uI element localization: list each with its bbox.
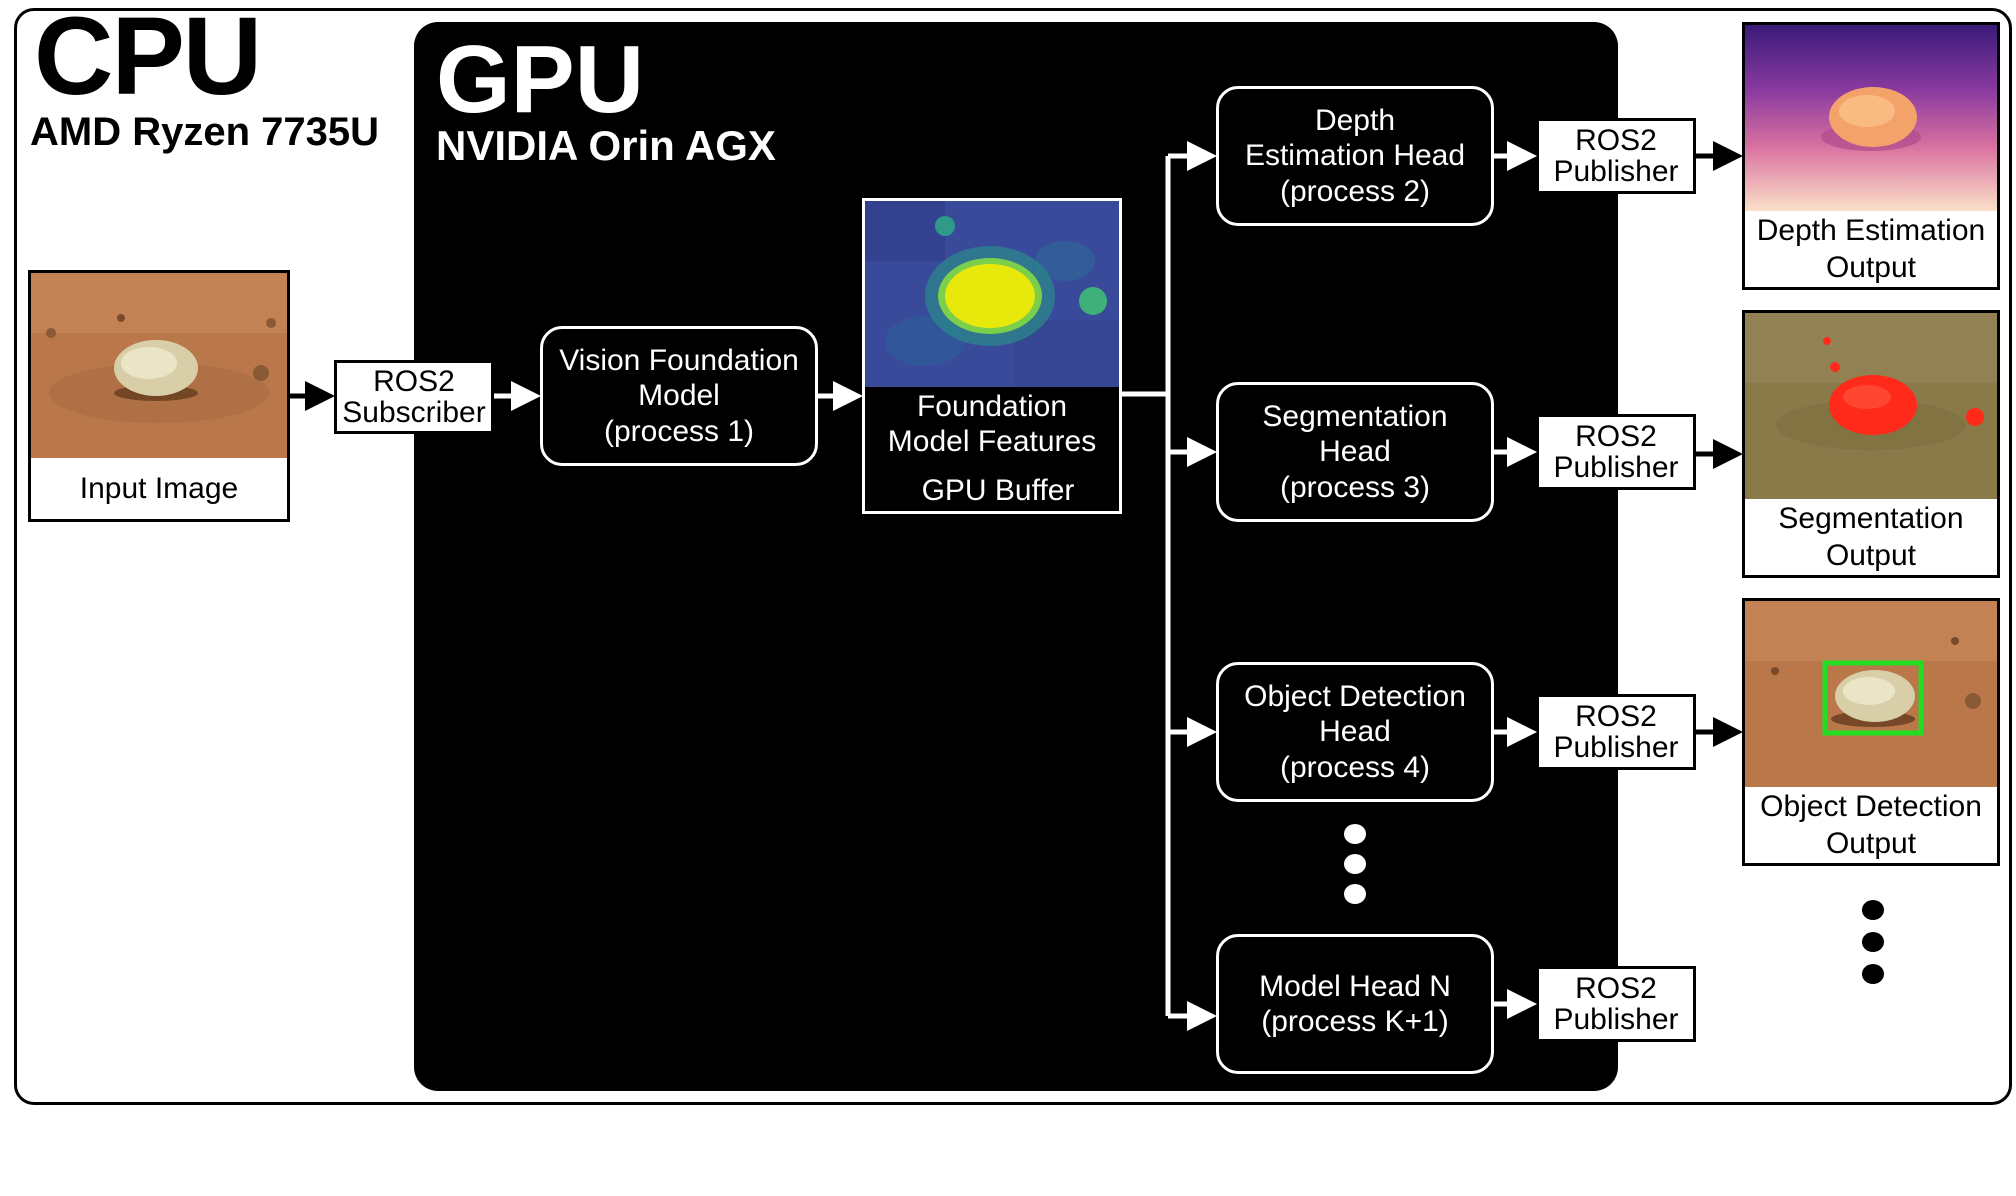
vision-foundation-model: Vision Foundation Model (process 1) [540, 326, 818, 466]
foundation-features-label: Foundation Model Features [887, 390, 1097, 459]
segmentation-output-image [1745, 313, 1997, 499]
gpu-title: GPU [436, 26, 645, 133]
input-image [31, 273, 287, 458]
ros2-publisher-depth: ROS2 Publisher [1536, 118, 1696, 194]
depth-output-image [1745, 25, 1997, 211]
ros2-publisher-segmentation: ROS2 Publisher [1536, 414, 1696, 490]
ellipsis-dot [1862, 932, 1884, 952]
depth-output-card: Depth Estimation Output [1742, 22, 2000, 290]
feature-map [865, 201, 1119, 387]
ellipsis-dot [1862, 964, 1884, 984]
depth-output-caption: Depth Estimation Output [1756, 213, 1986, 285]
gpu-subtitle: NVIDIA Orin AGX [436, 122, 776, 169]
ellipsis-dot [1344, 824, 1366, 844]
detection-output-card: Object Detection Output [1742, 598, 2000, 866]
segmentation-output-caption: Segmentation Output [1778, 501, 1964, 573]
cpu-title: CPU [34, 0, 262, 118]
object-detection-head: Object Detection Head (process 4) [1216, 662, 1494, 802]
ellipsis-dot [1344, 854, 1366, 874]
depth-estimation-head: Depth Estimation Head (process 2) [1216, 86, 1494, 226]
ros2-subscriber: ROS2 Subscriber [334, 360, 494, 434]
gpu-buffer-label: GPU Buffer [921, 474, 1075, 507]
cpu-frame [14, 8, 2012, 1105]
segmentation-head: Segmentation Head (process 3) [1216, 382, 1494, 522]
model-head-n: Model Head N (process K+1) [1216, 934, 1494, 1074]
ellipsis-dot [1344, 884, 1366, 904]
ellipsis-dot [1862, 900, 1884, 920]
ros2-publisher-head-n: ROS2 Publisher [1536, 966, 1696, 1042]
input-image-caption: Input Image [79, 471, 239, 505]
foundation-features-card: Foundation Model Features GPU Buffer [862, 198, 1122, 514]
detection-output-image [1745, 601, 1997, 787]
cpu-subtitle: AMD Ryzen 7735U [30, 110, 380, 154]
segmentation-output-card: Segmentation Output [1742, 310, 2000, 578]
ros2-publisher-detection: ROS2 Publisher [1536, 694, 1696, 770]
input-image-card: Input Image [28, 270, 290, 522]
detection-output-caption: Object Detection Output [1760, 789, 1982, 861]
